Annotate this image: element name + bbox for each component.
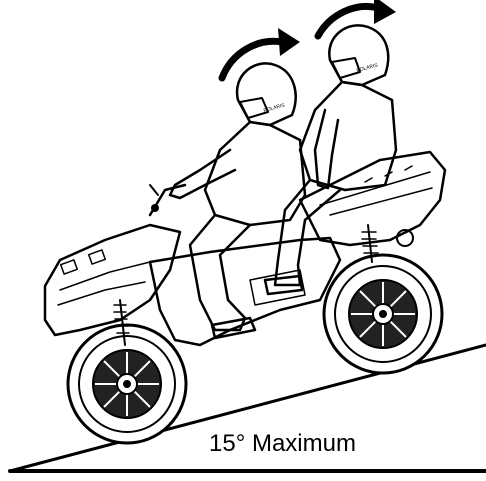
driver-helmet-brand: POLARIS (263, 102, 286, 114)
passenger-helmet-brand: POLARIS (356, 62, 379, 74)
slope-max-label: 15° Maximum (209, 430, 356, 457)
lean-forward-arrow-icon (318, 0, 396, 36)
front-wheel (68, 325, 186, 443)
driver-rider: POLARIS (170, 63, 305, 338)
lean-forward-arrow-icon (222, 28, 300, 78)
rear-wheel (324, 255, 442, 373)
